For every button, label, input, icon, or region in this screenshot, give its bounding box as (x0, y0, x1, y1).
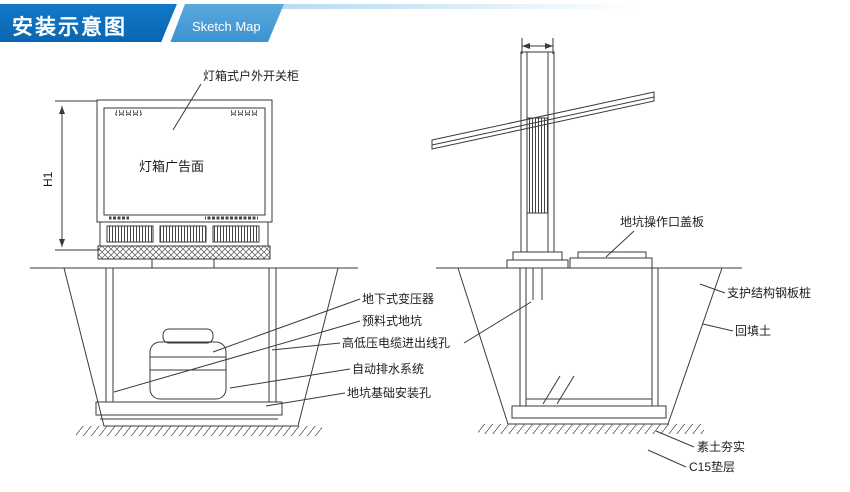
transformer-label: 地下式变压器 (362, 291, 434, 306)
pit-cover-plate (569, 251, 653, 268)
right-ground-hatch (478, 424, 704, 434)
header-gradient-strip (0, 4, 850, 9)
header-ribbon-dark (0, 4, 177, 42)
pole-width-dimension (521, 38, 554, 54)
dot-strip-left (109, 216, 129, 220)
pit-cover-label: 地坑操作口盖板 (620, 214, 704, 229)
billboard-edge-panel (431, 91, 655, 150)
page-header: 安装示意图 Sketch Map (0, 0, 850, 46)
h1-dimension: H1 (41, 100, 100, 251)
ad-face-label: 灯箱广告面 (139, 159, 204, 174)
vent-squares-right (230, 110, 257, 116)
left-view: H1 灯箱广告面 (30, 99, 358, 436)
prefab-pit-label: 预料式地坑 (362, 313, 422, 328)
support-pole (506, 51, 569, 269)
left-ground-hatch (76, 426, 322, 436)
cable-holes-label: 高低压电缆进出线孔 (342, 335, 450, 350)
compacted-soil-label: 素土夯实 (697, 439, 745, 454)
c15-layer-label: C15垫层 (689, 459, 735, 474)
page-subtitle: Sketch Map (192, 19, 261, 34)
left-ground-and-pit (30, 267, 358, 436)
steel-piles-label: 支护结构钢板桩 (727, 285, 811, 300)
lightbox-cabinet: 灯箱广告面 (96, 99, 273, 223)
cabinet-base-flange (97, 245, 271, 269)
switch-cabinet-label: 灯箱式户外开关柜 (203, 68, 299, 83)
callout-labels: 灯箱式户外开关柜 地坑操作口盖板 地下式变压器 预料式地坑 高低压电缆进出线孔 … (113, 68, 811, 474)
foundation-holes-label: 地坑基础安装孔 (347, 385, 431, 400)
right-ground-and-pit (436, 267, 742, 434)
drainage-label: 自动排水系统 (352, 362, 424, 376)
h1-dimension-label: H1 (41, 171, 55, 187)
page-title: 安装示意图 (12, 16, 127, 39)
dot-strip-right (205, 216, 258, 220)
transformer-figure (149, 328, 227, 400)
cabinet-vent-band (99, 216, 269, 247)
vent-squares-left (115, 110, 142, 116)
right-view (431, 38, 742, 434)
backfill-label: 回填土 (735, 324, 771, 338)
